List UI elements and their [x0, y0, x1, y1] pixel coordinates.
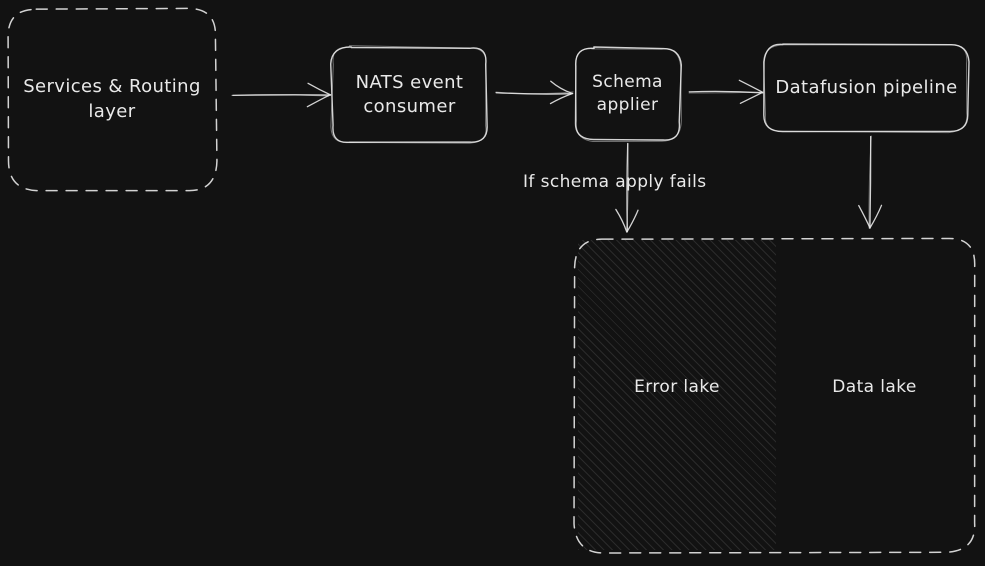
error-lake-region — [578, 240, 776, 550]
edge-label-if-schema-apply-fails: If schema apply fails — [523, 172, 707, 192]
